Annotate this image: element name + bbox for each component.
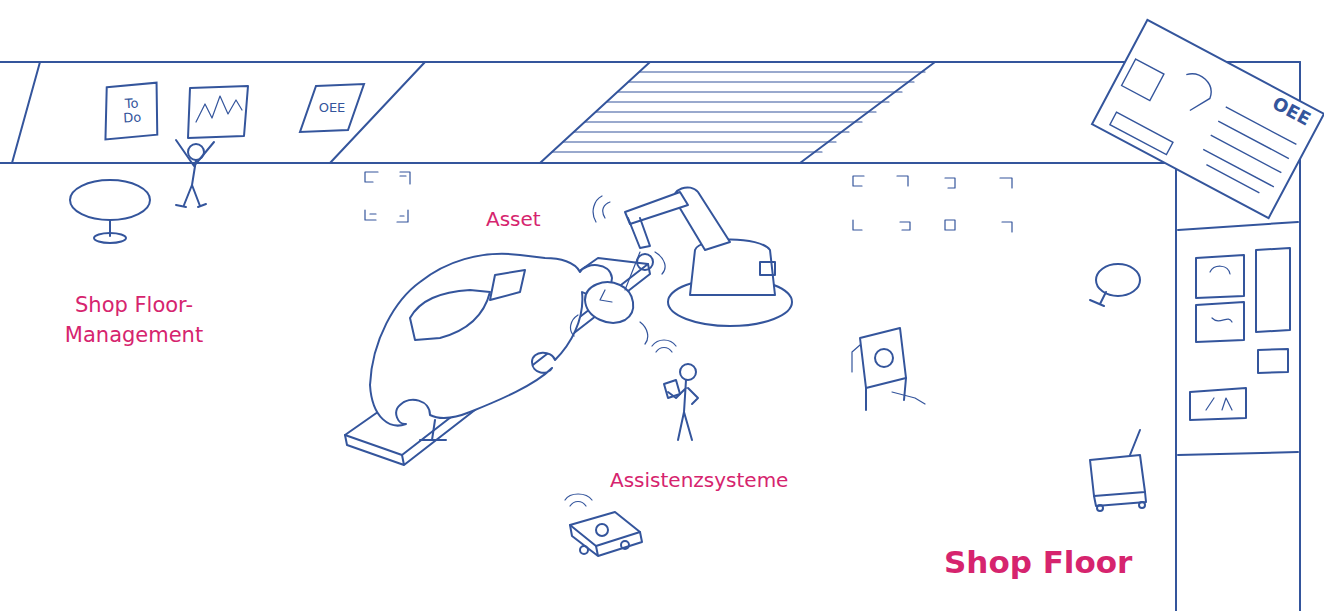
transport-cart bbox=[1090, 430, 1146, 511]
worker-with-tablet bbox=[652, 340, 698, 440]
puzzle-car-part bbox=[490, 270, 525, 300]
worker-with-tablet-part bbox=[668, 380, 698, 440]
agv-robot-part bbox=[570, 525, 642, 556]
hall-walls bbox=[0, 62, 1300, 611]
transport-cart-part bbox=[1139, 502, 1145, 508]
graph-poster bbox=[188, 86, 248, 138]
robot-arm-part bbox=[637, 254, 653, 270]
assistance-label: Assistenzsysteme bbox=[610, 466, 840, 495]
agv-robot-part bbox=[580, 546, 588, 554]
wall-cabinet-part bbox=[1178, 222, 1298, 455]
oee-poster: OEE bbox=[300, 84, 364, 132]
oee-dashboard-screen: OEE bbox=[1092, 20, 1324, 218]
puzzle-car-part bbox=[410, 290, 490, 340]
shop-floor-title: Shop Floor bbox=[944, 540, 1144, 585]
control-cabinet-part bbox=[852, 345, 925, 404]
worker-with-tablet-part bbox=[680, 364, 696, 380]
roof-window bbox=[540, 62, 935, 163]
wall-cabinet-part bbox=[1190, 388, 1246, 420]
wall-cabinet-part bbox=[1256, 248, 1290, 332]
wall-cabinet bbox=[1178, 222, 1298, 455]
puzzle-car bbox=[370, 254, 612, 440]
wall-cabinet-part bbox=[1196, 255, 1244, 298]
roof-window-part bbox=[540, 62, 935, 163]
robot-arm-part bbox=[625, 192, 688, 224]
worker-at-board-part bbox=[176, 140, 214, 207]
wall-cabinet-part bbox=[1206, 266, 1232, 410]
stool-right bbox=[1090, 264, 1140, 306]
agv-robot-part bbox=[596, 524, 608, 536]
robot-arm-part bbox=[571, 196, 666, 344]
wall-cabinet-part bbox=[1258, 349, 1288, 373]
round-table-left-part bbox=[70, 180, 150, 220]
node-text: OEE bbox=[319, 101, 346, 115]
roof-window-part bbox=[552, 72, 925, 152]
round-table-left-part bbox=[94, 233, 126, 243]
agv-robot-part bbox=[570, 512, 640, 546]
worker-with-tablet-part bbox=[652, 340, 676, 352]
floor-markers-part bbox=[365, 172, 410, 184]
robot-arm-part bbox=[760, 262, 775, 275]
transport-cart-part bbox=[1094, 430, 1146, 506]
worker-with-tablet-part bbox=[664, 380, 680, 398]
oee-dashboard-screen-border bbox=[1092, 20, 1324, 218]
todo-poster: To Do bbox=[103, 83, 162, 140]
agv-robot bbox=[565, 494, 642, 556]
graph-poster-part bbox=[196, 96, 242, 122]
agv-robot-part bbox=[621, 541, 629, 549]
screen-scribbles bbox=[1103, 45, 1304, 206]
puzzle-car-part bbox=[420, 420, 446, 440]
transport-cart-part bbox=[1097, 505, 1103, 511]
control-cabinet-part bbox=[875, 349, 893, 367]
floor-markers-part bbox=[853, 176, 1012, 188]
area-label: Shop Floor-Management bbox=[48, 290, 220, 351]
agv-robot-part bbox=[565, 494, 592, 506]
puzzle-car-part bbox=[370, 254, 612, 426]
hall-walls-part bbox=[12, 62, 40, 163]
robot-arm bbox=[571, 187, 792, 344]
transport-cart-part bbox=[1090, 455, 1145, 496]
hall-walls-part bbox=[1175, 163, 1177, 611]
control-cabinet-part bbox=[860, 328, 906, 388]
asset-label: Asset bbox=[486, 205, 576, 234]
floor-markers-part bbox=[365, 210, 408, 222]
robot-arm-part bbox=[628, 218, 650, 248]
node-text: To Do bbox=[116, 97, 147, 126]
graph-poster-part bbox=[188, 86, 248, 138]
worker-at-board bbox=[176, 140, 214, 207]
round-table-left bbox=[70, 180, 150, 243]
oee-poster-border bbox=[300, 84, 364, 132]
stool-right-part bbox=[1096, 264, 1140, 296]
todo-poster-border bbox=[103, 83, 160, 140]
floor-markers-part bbox=[853, 220, 1012, 232]
robot-arm-part bbox=[600, 252, 640, 302]
control-cabinet bbox=[852, 328, 925, 410]
stool-right-part bbox=[1090, 292, 1106, 306]
wall-cabinet-part bbox=[1196, 302, 1244, 342]
